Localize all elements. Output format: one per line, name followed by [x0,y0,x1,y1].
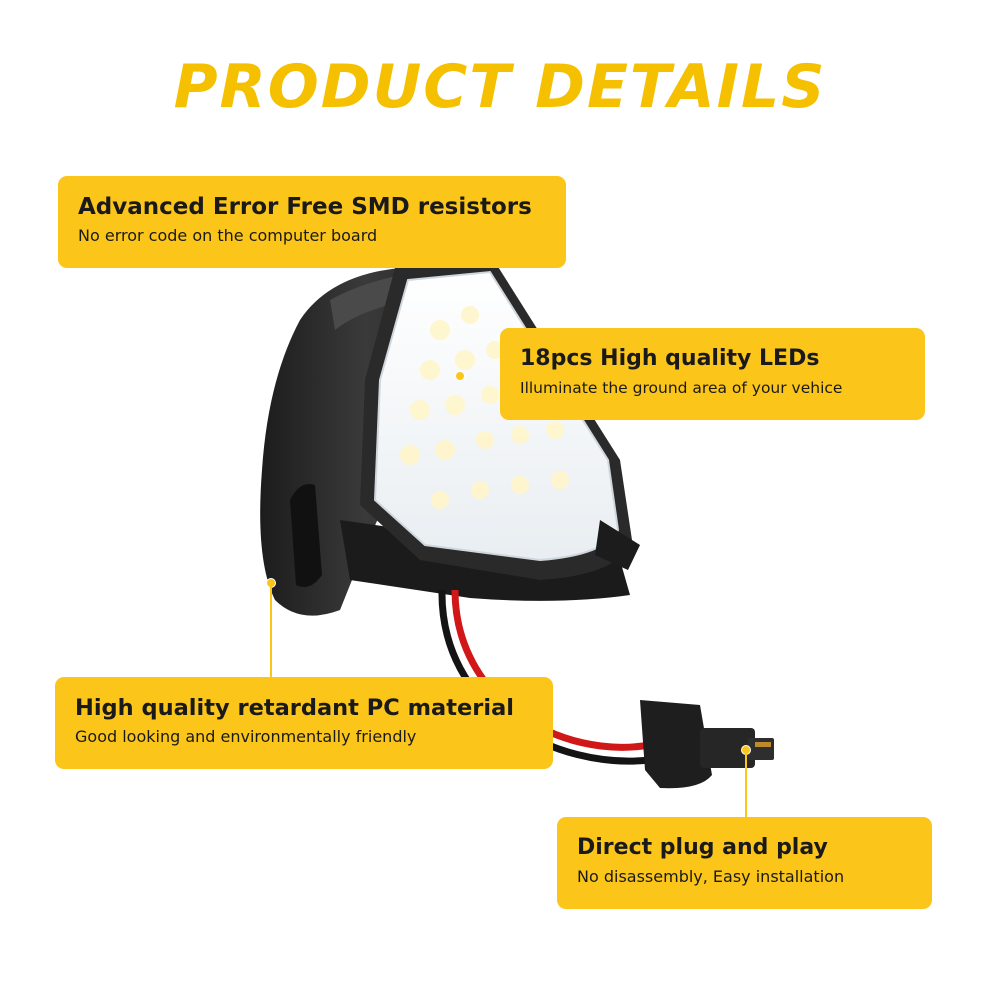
callout-heading: 18pcs High quality LEDs [520,346,820,371]
callout-smd-resistors: Advanced Error Free SMD resistors No err… [58,176,566,268]
callout-subtitle: Good looking and environmentally friendl… [75,727,417,746]
callout-subtitle: Illuminate the ground area of your vehic… [520,379,843,397]
callout-heading: Direct plug and play [577,835,828,860]
callout-heading: High quality retardant PC material [75,695,514,721]
led-pointer-dot [455,371,465,381]
callout-subtitle: No disassembly, Easy installation [577,867,845,886]
callout-subtitle: No error code on the computer board [78,226,378,245]
callout-pc-material: High quality retardant PC material Good … [55,677,553,769]
callout-heading: Advanced Error Free SMD resistors [78,194,532,220]
plug-pointer-line [745,753,747,817]
callout-plug-and-play: Direct plug and play No disassembly, Eas… [557,817,932,909]
callout-leds: 18pcs High quality LEDs Illuminate the g… [500,328,925,420]
page-title: PRODUCT DETAILS [173,52,827,122]
material-pointer-line [270,586,272,678]
